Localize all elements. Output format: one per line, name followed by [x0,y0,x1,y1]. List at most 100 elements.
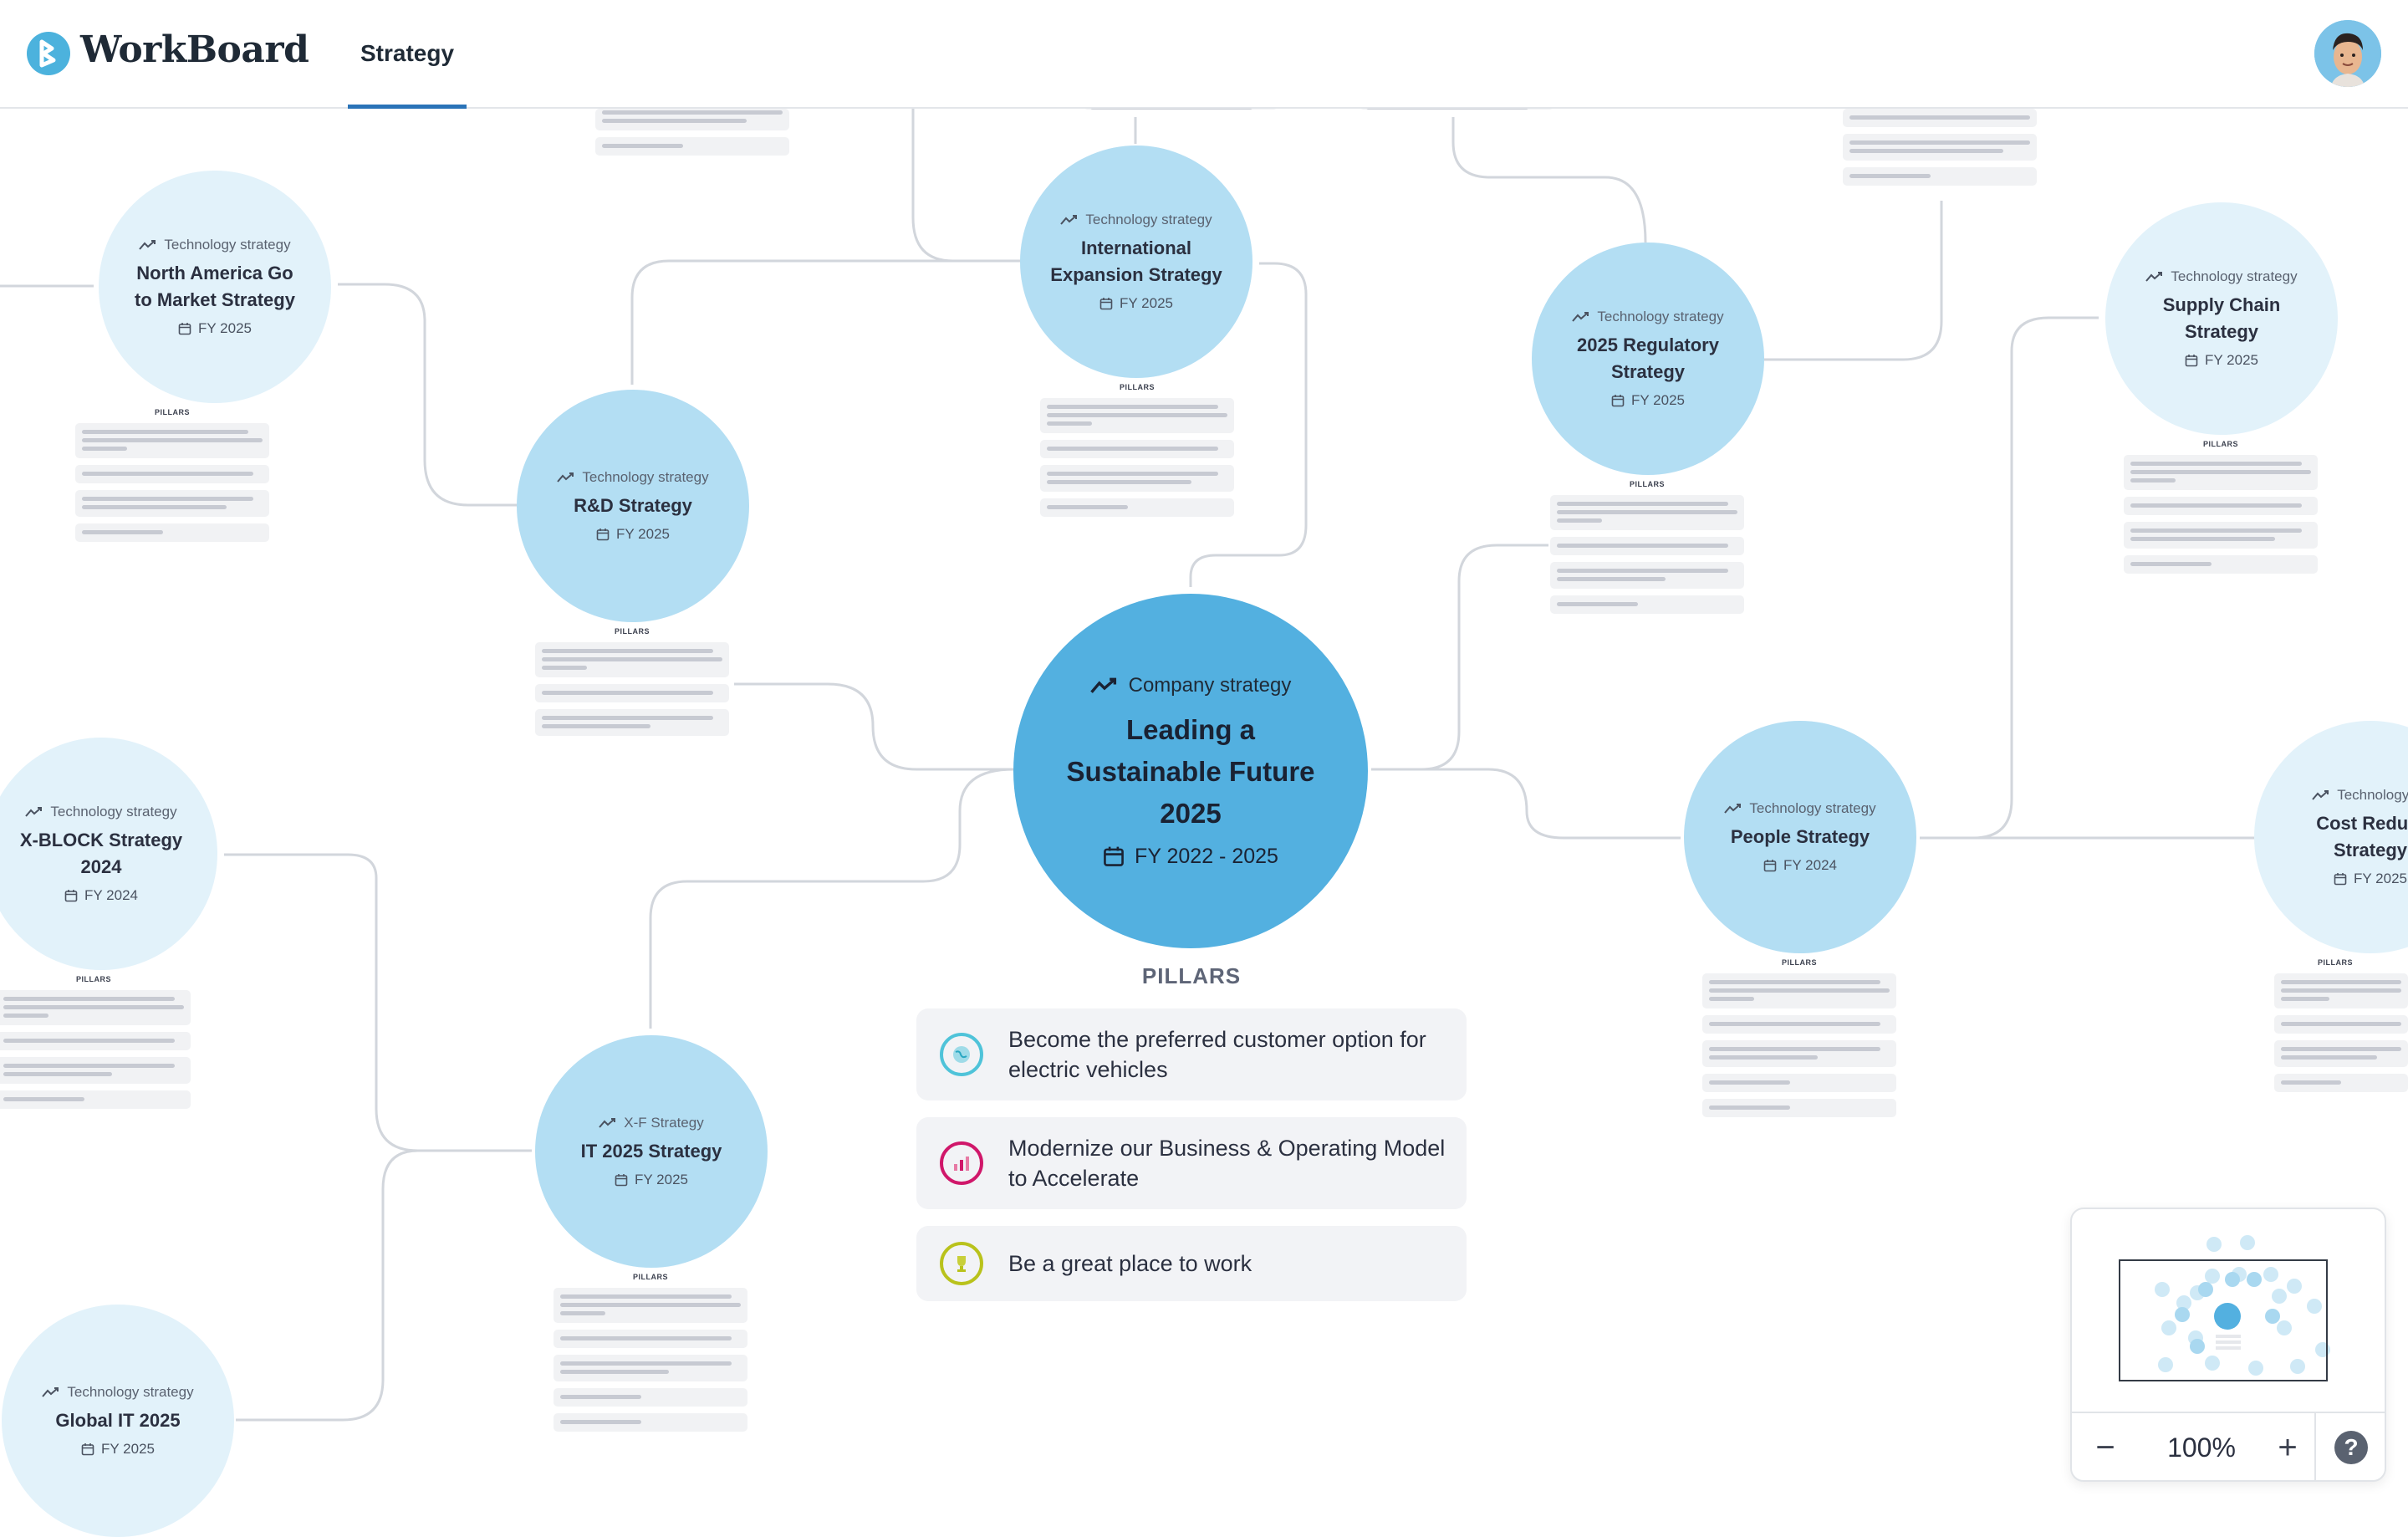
pillar-list-label: PILLARS [2202,440,2238,448]
pillar-item[interactable] [1843,109,2037,127]
pillar-item[interactable] [554,1288,747,1323]
calendar-icon [2185,355,2198,367]
pillar-item[interactable] [75,423,269,458]
workboard-logo-icon[interactable] [25,30,72,77]
connector-lines [0,109,2258,1422]
calendar-icon [615,1174,628,1187]
strategy-kind: Technology strategy [42,1384,194,1401]
pillar-item[interactable] [75,523,269,542]
strategy-node-global-it[interactable]: Technology strategy Global IT 2025 FY 20… [2,1305,234,1537]
pillar-item[interactable] [1702,1099,1896,1117]
trophy-icon [940,1242,983,1285]
pillar-item[interactable] [2124,455,2318,490]
strategy-node-it-2025[interactable]: X-F Strategy IT 2025 Strategy FY 2025 [535,1035,768,1268]
strategy-fy: FY 2024 [1763,857,1837,874]
minimap-viewport[interactable] [2119,1259,2328,1381]
pillar-list: PILLARS [1040,383,1234,523]
pillar-item[interactable] [2274,1015,2408,1034]
pillar-item[interactable] [1702,1015,1896,1034]
pillar-item[interactable] [1550,595,1744,614]
strategy-kind-label: Technology strategy [582,469,709,485]
pillar-item[interactable] [554,1330,747,1348]
pillar-card-great-place[interactable]: Be a great place to work [916,1226,1467,1301]
tab-strategy[interactable]: Strategy [348,0,467,109]
strategy-node-xblock[interactable]: Technology strategy X-BLOCK Strategy 202… [0,738,217,970]
pillar-item[interactable] [2274,1074,2408,1092]
brand-name[interactable]: WorkBoard [80,28,309,71]
calendar-icon [1763,860,1777,872]
pillar-item[interactable] [75,465,269,483]
user-avatar[interactable] [2314,20,2381,87]
pillar-text: Modernize our Business & Operating Model… [1008,1136,1446,1191]
strategy-fy: FY 2025 [1611,392,1685,409]
pillar-item[interactable] [1702,1040,1896,1067]
trend-icon [1572,312,1589,322]
pillar-item[interactable] [1550,537,1744,555]
pillar-item[interactable] [1550,562,1744,589]
pillar-item[interactable] [2274,973,2408,1008]
zoom-out-button[interactable]: − [2095,1428,2115,1466]
strategy-fy: FY 2025 [1099,295,1173,312]
strategy-fy: FY 2022 - 2025 [1103,845,1278,869]
strategy-node-regulatory[interactable]: Technology strategy 2025 Regulatory Stra… [1532,243,1764,475]
strategy-node-rd[interactable]: Technology strategy R&D Strategy FY 2025 [517,390,749,622]
pillar-item[interactable] [2274,1040,2408,1067]
strategy-kind: Technology strategy [139,237,291,253]
pillar-item[interactable] [554,1388,747,1407]
help-button[interactable]: ? [2314,1413,2385,1480]
pillar-item[interactable] [1040,498,1234,517]
zoom-in-button[interactable]: + [2278,1428,2298,1466]
pillar-item[interactable] [2124,522,2318,549]
strategy-node-people[interactable]: Technology strategy People Strategy FY 2… [1684,721,1916,953]
pillar-list: PILLARS [554,1273,747,1438]
pillar-item[interactable] [554,1355,747,1381]
minimap-preview[interactable] [2072,1209,2385,1410]
strategy-fy: FY 2025 [2334,871,2407,887]
pillar-item[interactable] [1843,167,2037,186]
calendar-icon [64,890,78,902]
pillar-list: PILLARS [1702,958,1896,1124]
pillar-item[interactable] [535,684,729,702]
pillar-item[interactable] [1702,1074,1896,1092]
pillar-item[interactable] [0,1032,191,1050]
strategy-fy-label: FY 2025 [1631,392,1685,408]
pillar-item[interactable] [1040,398,1234,433]
strategy-node-supply-chain[interactable]: Technology strategy Supply Chain Strateg… [2105,202,2338,435]
pillar-item[interactable] [1702,973,1896,1008]
pillar-item[interactable] [0,990,191,1025]
pillar-list [1843,109,2037,192]
pillar-item[interactable] [595,109,789,130]
pillar-item[interactable] [1843,134,2037,161]
strategy-kind: Technology strategy [2145,268,2298,285]
pillar-item[interactable] [1550,495,1744,530]
strategy-map-canvas[interactable]: Technology strategy North America Go to … [0,102,2408,1537]
strategy-fy: FY 2025 [2185,352,2258,369]
strategy-node-north-america[interactable]: Technology strategy North America Go to … [99,171,331,403]
trend-icon [25,807,43,817]
pillar-item[interactable] [595,137,789,156]
pillar-item[interactable] [0,1090,191,1109]
pillar-item[interactable] [1040,465,1234,492]
strategy-fy-label: FY 2024 [1783,857,1837,873]
strategy-kind: Technology strategy [25,804,177,820]
pillar-item[interactable] [1040,440,1234,458]
pillar-item[interactable] [554,1413,747,1432]
pillar-item[interactable] [75,490,269,517]
strategy-kind: Company strategy [1089,674,1291,697]
pillar-item[interactable] [0,1057,191,1084]
strategy-kind-label: Technology strategy [1597,309,1724,324]
pillar-item[interactable] [535,642,729,677]
pillar-card-modernize[interactable]: Modernize our Business & Operating Model… [916,1117,1467,1209]
strategy-node-international-expansion[interactable]: Technology strategy International Expans… [1020,146,1252,378]
pillar-list: PILLARS [2274,958,2408,1099]
pillar-item[interactable] [2124,497,2318,515]
minimap-panel[interactable]: − 100% + ? [2070,1208,2386,1482]
avatar-image [2314,20,2381,87]
strategy-fy: FY 2024 [64,887,138,904]
strategy-node-company[interactable]: Company strategy Leading a Sustainable F… [1013,594,1368,948]
pillar-item[interactable] [535,709,729,736]
pillar-list-label: PILLARS [1119,383,1155,391]
pillar-card-electric-vehicles[interactable]: Become the preferred customer option for… [916,1008,1467,1100]
pillar-item[interactable] [2124,555,2318,574]
strategy-kind-label: X-F Strategy [624,1115,704,1131]
